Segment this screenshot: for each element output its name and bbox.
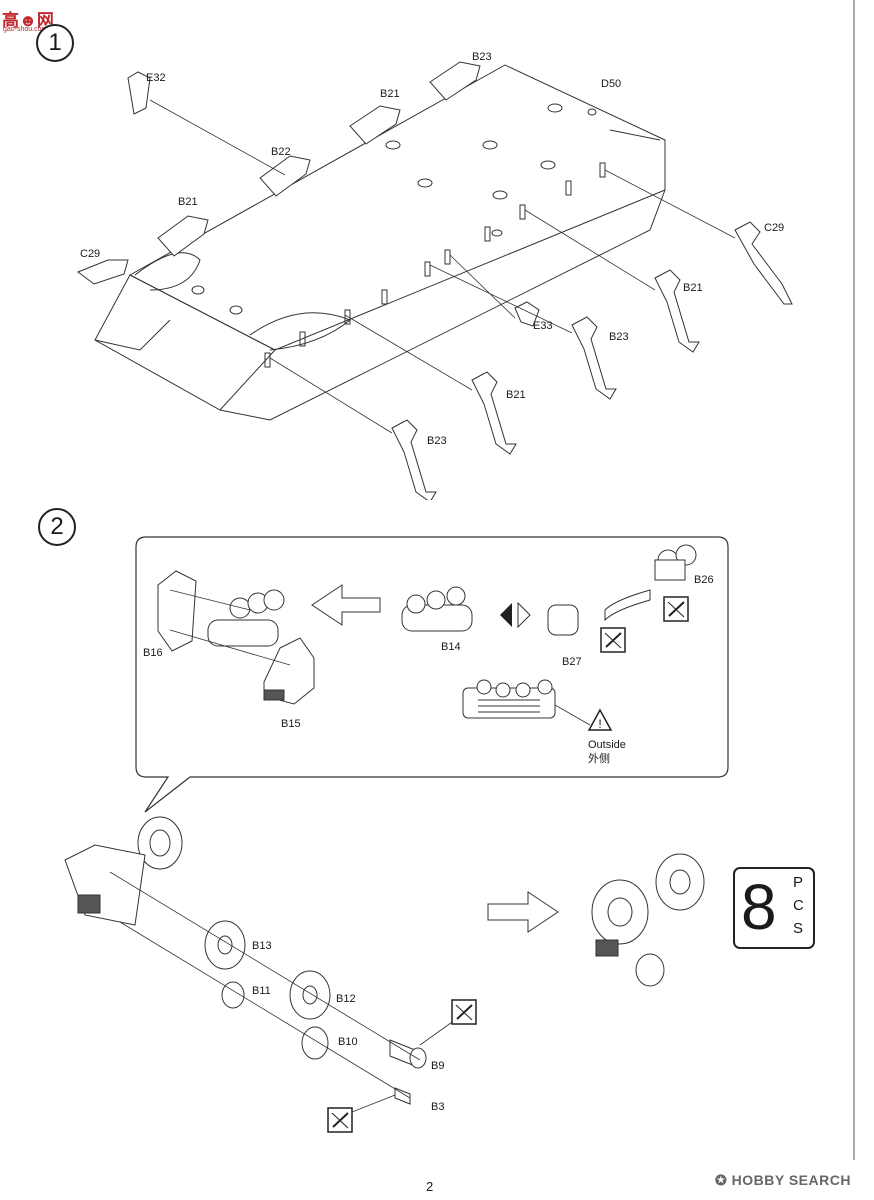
quantity-unit-s: S bbox=[793, 920, 804, 937]
step-1-number: 1 bbox=[36, 24, 74, 62]
part-b15 bbox=[263, 637, 315, 705]
part-e33 bbox=[514, 301, 540, 327]
part-label-b11: B11 bbox=[252, 985, 271, 997]
part-label-b26: B26 bbox=[694, 574, 714, 586]
part-label-e32: E32 bbox=[146, 72, 166, 84]
part-label-b21-bottom: B21 bbox=[506, 389, 526, 401]
quantity-badge: 8 P C S bbox=[733, 867, 815, 949]
part-label-b21-right: B21 bbox=[683, 282, 703, 294]
quantity-unit-c: C bbox=[793, 897, 804, 914]
part-label-b15: B15 bbox=[281, 718, 301, 730]
part-label-b23-mid: B23 bbox=[609, 331, 629, 343]
hobby-search-watermark: ✪ HOBBY SEARCH bbox=[715, 1172, 851, 1189]
spring bbox=[604, 589, 651, 622]
part-label-b22: B22 bbox=[271, 146, 291, 158]
hobby-search-logo-icon: ✪ bbox=[715, 1172, 728, 1188]
part-b21-bottom bbox=[471, 371, 517, 455]
part-label-b23-bottom: B23 bbox=[427, 435, 447, 447]
arrow-right bbox=[487, 891, 559, 933]
bogie-assembly-callout bbox=[207, 589, 315, 705]
part-c29-right bbox=[734, 221, 793, 305]
warning-text-en: Outside bbox=[588, 739, 626, 751]
part-label-c29-right: C29 bbox=[764, 222, 785, 234]
no-glue-icon-1 bbox=[663, 596, 689, 622]
part-label-b9: B9 bbox=[431, 1060, 445, 1072]
part-b11 bbox=[221, 981, 245, 1009]
no-glue-icon-4 bbox=[327, 1107, 353, 1133]
part-label-b13: B13 bbox=[252, 940, 272, 952]
no-glue-icon-2 bbox=[600, 627, 626, 653]
part-b21-left bbox=[157, 215, 209, 257]
part-b10 bbox=[301, 1026, 329, 1060]
warning-text-zh: 外侧 bbox=[588, 753, 610, 765]
site-logo-url: gao-shou.com bbox=[3, 26, 48, 33]
part-label-e33: E33 bbox=[533, 320, 553, 332]
part-b22 bbox=[259, 155, 311, 197]
part-b3 bbox=[394, 1087, 411, 1105]
quantity-number: 8 bbox=[741, 871, 777, 943]
svg-text:!: ! bbox=[598, 717, 601, 731]
part-label-b23-top: B23 bbox=[472, 51, 492, 63]
arrow-left bbox=[311, 584, 381, 626]
callout-bubble bbox=[135, 536, 729, 813]
part-b21-right bbox=[654, 269, 700, 353]
part-label-b14: B14 bbox=[441, 641, 461, 653]
part-b14-group bbox=[401, 586, 473, 632]
bogie-outside-view bbox=[462, 679, 556, 719]
part-c29-left bbox=[76, 259, 129, 285]
wheel-parts-exploded bbox=[204, 920, 427, 1105]
part-e32 bbox=[127, 71, 151, 115]
part-label-b12: B12 bbox=[336, 993, 356, 1005]
page-number: 2 bbox=[426, 1179, 434, 1194]
wheel-assembly-left bbox=[64, 816, 183, 926]
step-2-number: 2 bbox=[38, 508, 76, 546]
part-label-b27: B27 bbox=[562, 656, 582, 668]
part-label-b3: B3 bbox=[431, 1101, 445, 1113]
part-b23-top bbox=[429, 61, 481, 101]
wheel-assembly-finished bbox=[591, 853, 705, 987]
part-b16 bbox=[157, 570, 197, 652]
warning-icon: ! bbox=[587, 708, 613, 731]
step-1-diagram bbox=[76, 61, 793, 500]
part-b27 bbox=[547, 604, 579, 636]
part-b23-mid bbox=[571, 316, 617, 400]
hobby-search-text: HOBBY SEARCH bbox=[731, 1172, 851, 1188]
part-label-c29-left: C29 bbox=[80, 248, 101, 260]
no-glue-icon-3 bbox=[451, 999, 477, 1025]
site-logo: 高☻网 bbox=[2, 11, 54, 30]
part-label-b21-left: B21 bbox=[178, 196, 198, 208]
part-b21-top bbox=[349, 105, 401, 145]
part-label-b21-top: B21 bbox=[380, 88, 400, 100]
part-label-b10: B10 bbox=[338, 1036, 358, 1048]
part-label-b16: B16 bbox=[143, 647, 163, 659]
part-label-d50: D50 bbox=[601, 78, 622, 90]
quantity-unit-p: P bbox=[793, 874, 804, 891]
part-b23-bottom bbox=[391, 419, 437, 500]
